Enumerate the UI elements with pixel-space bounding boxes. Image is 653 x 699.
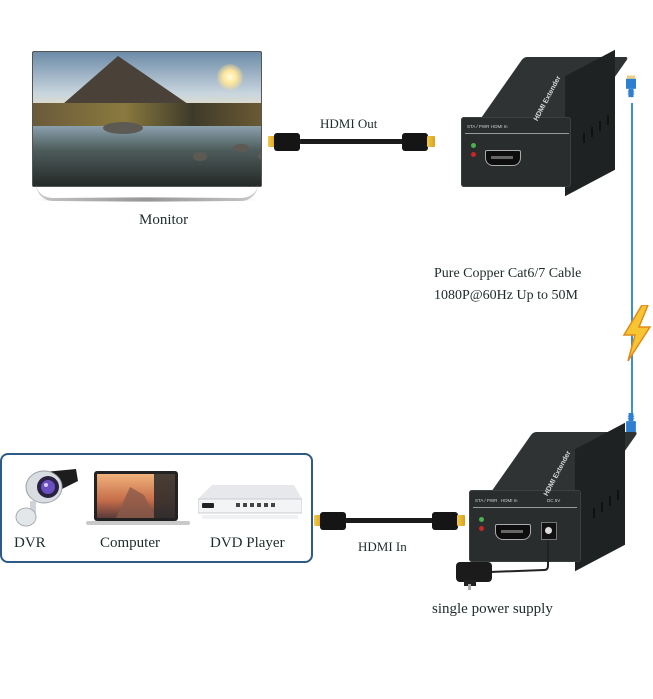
transmitter-extender: HDMI Extender STA / PWR HDMI In DC 5V <box>465 422 639 572</box>
receiver-extender: HDMI Extender STA / PWR HDMI In <box>455 49 629 197</box>
network-cable <box>620 75 653 465</box>
rj45-top-icon <box>626 75 636 98</box>
transmitter-dc-port <box>541 522 557 540</box>
transmitter-power-led <box>479 526 484 531</box>
dvd-player-label: DVD Player <box>210 535 285 551</box>
hdmi-in-cable: HDMI In <box>314 508 469 558</box>
power-adapter-icon <box>456 540 549 590</box>
power-supply: single power supply <box>432 540 600 630</box>
dvr-label: DVR <box>14 535 46 551</box>
receiver-status-led <box>471 143 476 148</box>
computer-label: Computer <box>100 535 160 551</box>
laptop-icon <box>86 471 190 525</box>
transmitter-sta-label: STA / PWR <box>475 498 498 503</box>
security-camera-icon <box>15 469 78 527</box>
monitor-shadow <box>30 197 262 202</box>
hdmi-in-label: HDMI In <box>358 539 407 554</box>
network-cable-line <box>631 103 633 415</box>
source-item-dvd-player: DVD Player <box>198 479 308 559</box>
monitor-stand <box>36 184 258 201</box>
transmitter-dc-label: DC 5V <box>547 498 561 503</box>
monitor-icon <box>32 51 262 187</box>
receiver-power-led <box>471 152 476 157</box>
cable-spec-line-2: 1080P@60Hz Up to 50M <box>434 288 578 303</box>
cable-spec-line-1: Pure Copper Cat6/7 Cable <box>434 266 582 281</box>
monitor-label: Monitor <box>139 212 189 228</box>
transmitter-status-led <box>479 517 484 522</box>
power-supply-label: single power supply <box>432 601 553 617</box>
receiver-hdmi-port <box>485 150 521 166</box>
source-devices-box: DVR Computer <box>0 453 313 563</box>
transmitter-hdmi-port <box>495 524 531 540</box>
monitor: Monitor <box>0 0 270 240</box>
dvd-player-icon <box>198 485 302 519</box>
transmitter-hdmi-label: HDMI In <box>501 498 518 503</box>
source-item-computer: Computer <box>86 467 196 557</box>
lightning-bolt-icon <box>622 305 652 362</box>
receiver-sta-label: STA / PWR <box>467 124 490 129</box>
hdmi-out-cable: HDMI Out <box>268 112 443 157</box>
receiver-hdmi-label: HDMI In <box>491 124 508 129</box>
hdmi-out-label: HDMI Out <box>320 116 378 131</box>
source-item-dvr: DVR <box>10 465 90 555</box>
